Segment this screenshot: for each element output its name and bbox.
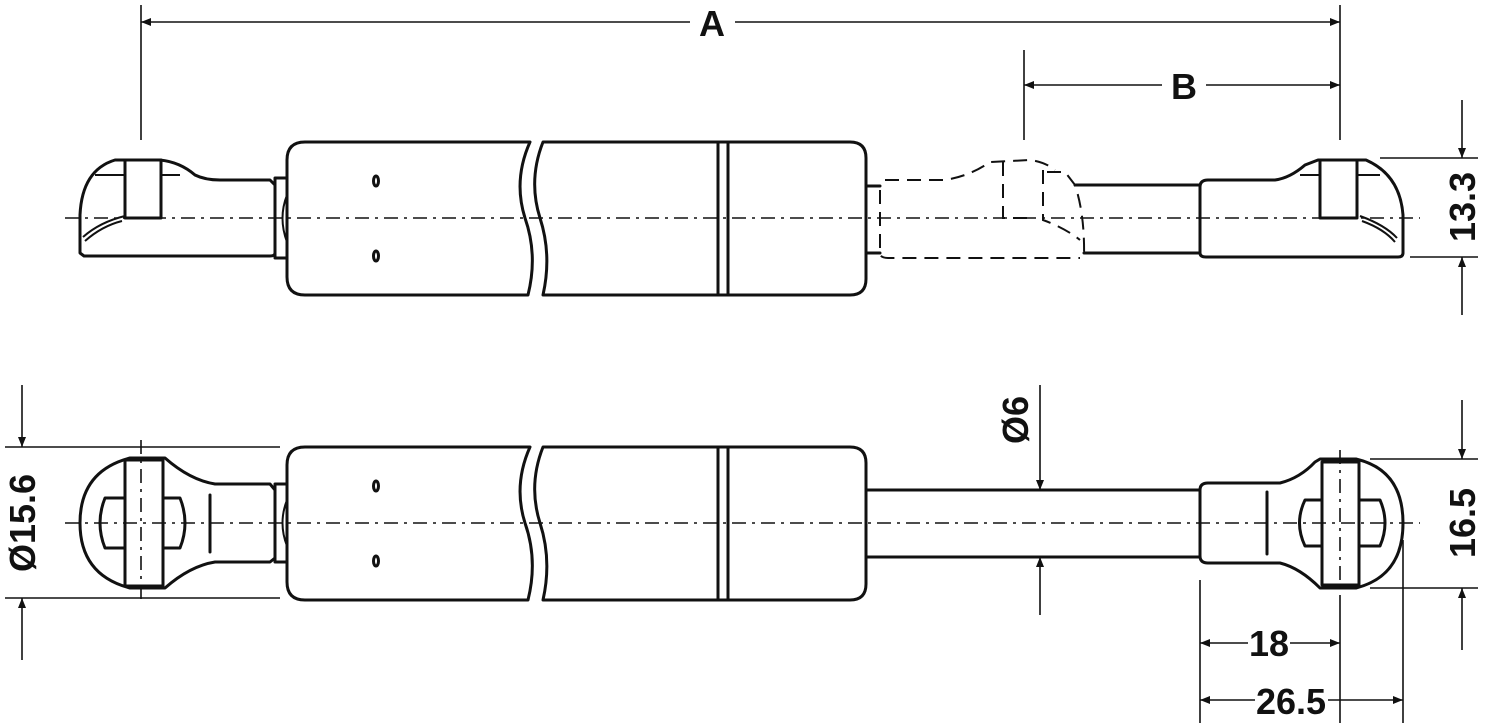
dimension-26-5: 26.5 [1200, 540, 1404, 723]
side-view [65, 140, 1420, 297]
dimension-26-5-label: 26.5 [1256, 681, 1326, 722]
cylinder [285, 140, 868, 297]
dimension-diameter-6: Ø6 [995, 385, 1044, 615]
dimension-15-6-label: Ø15.6 [2, 474, 43, 572]
dimension-18-label: 18 [1249, 623, 1289, 664]
dimension-13-3: 13.3 [1380, 100, 1483, 315]
dimension-6-label: Ø6 [995, 396, 1036, 444]
dimension-diameter-15-6: Ø15.6 [2, 385, 280, 660]
dimension-b-label: B [1171, 66, 1197, 107]
extended-position-hidden [864, 158, 1086, 259]
left-eye-fitting [78, 440, 289, 600]
top-view [65, 440, 1420, 602]
dimension-a-label: A [699, 3, 725, 44]
right-end-fitting [1073, 158, 1405, 259]
dimension-16-5: 16.5 [1370, 400, 1483, 650]
left-end-fitting [78, 158, 289, 260]
cylinder [285, 445, 868, 602]
piston-rod [864, 488, 1202, 559]
dimension-a: A [140, 3, 1341, 140]
right-eye-fitting [1198, 450, 1405, 600]
dimension-16-5-label: 16.5 [1442, 488, 1483, 558]
dimension-b: B [1023, 50, 1340, 140]
dimension-13-3-label: 13.3 [1442, 172, 1483, 242]
